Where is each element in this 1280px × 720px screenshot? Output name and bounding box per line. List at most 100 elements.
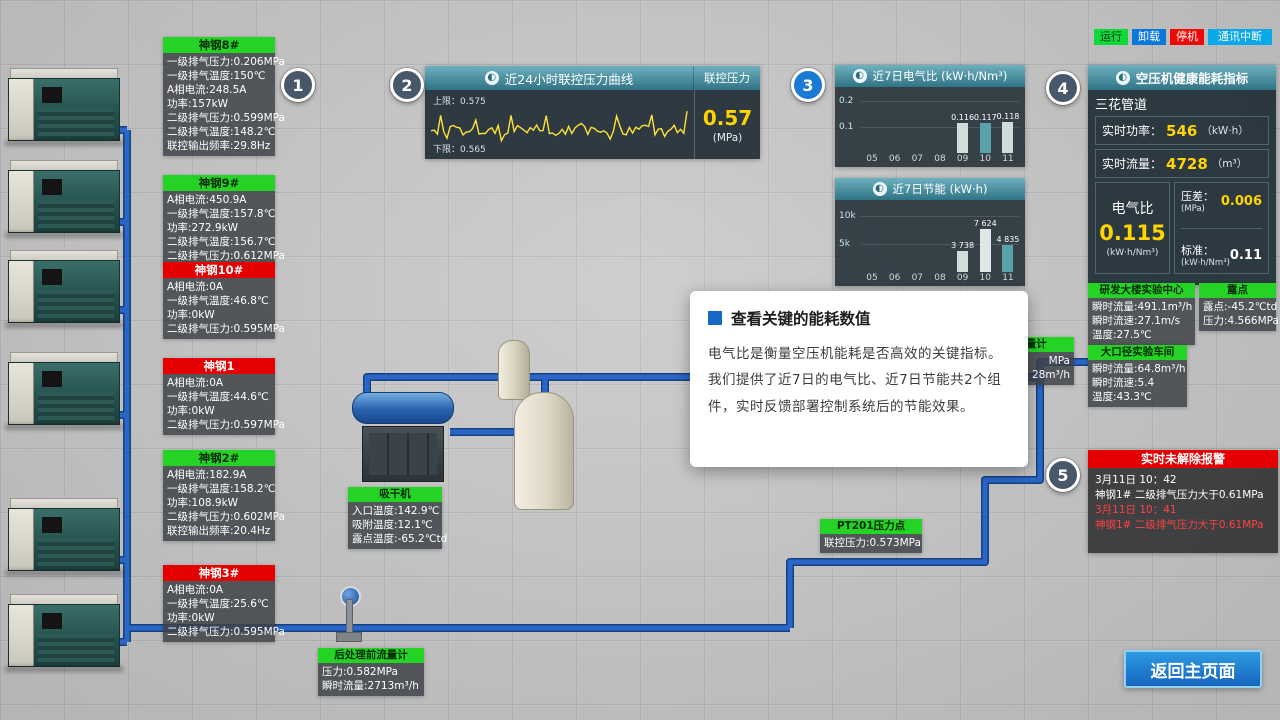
pressure-chart: 上限：0.575 下限：0.565	[425, 90, 694, 159]
machine-grill	[38, 538, 114, 567]
legend-unload-button[interactable]: 卸载	[1132, 29, 1166, 45]
x-tick: 05	[866, 273, 878, 283]
x-tick: 06	[888, 154, 901, 164]
metric-line: 功率:157kW	[167, 98, 229, 110]
x-tick: 07	[911, 154, 924, 164]
compressor-unit-5[interactable]	[5, 498, 123, 576]
machine-vent	[42, 613, 62, 629]
electric-ratio-label: 电气比	[1111, 201, 1154, 217]
metric-line: 一级排气温度:150℃	[167, 70, 266, 82]
flow-meter-stem	[346, 599, 353, 635]
machine-shadow	[5, 666, 123, 672]
tooltip-title-row: 查看关键的能耗数值	[708, 307, 1010, 329]
pressure-unit: (MPa)	[712, 131, 743, 144]
air-dryer-equipment[interactable]	[352, 386, 454, 490]
machine-panel	[9, 605, 34, 666]
compressor-unit-6[interactable]	[5, 594, 123, 672]
compressor-name: 神钢10#	[163, 262, 275, 278]
tour-step-4[interactable]: 4	[1046, 71, 1080, 105]
dryer-frame	[362, 426, 444, 482]
alarm-time: 3月11日 10：42	[1095, 474, 1177, 486]
filter-vessel[interactable]	[498, 340, 530, 400]
compressor-unit-2[interactable]	[5, 160, 123, 238]
x-tick: 07	[911, 273, 924, 283]
machine-grill	[38, 108, 114, 137]
metric-line: A相电流:182.9A	[167, 469, 247, 481]
bar-value-label: 0.117	[973, 113, 997, 122]
standard-unit: (kW·h/Nm³)	[1180, 258, 1230, 268]
x-tick: 08	[934, 154, 946, 164]
pressure-value-title: 联控压力	[693, 66, 760, 90]
bar	[957, 251, 969, 272]
metric-line: A相电流:0A	[167, 281, 224, 293]
legend-run-button[interactable]: 运行	[1094, 29, 1128, 45]
meter-title: 研发大楼实验中心	[1088, 283, 1195, 298]
metric-line: 温度:43.3℃	[1092, 391, 1152, 403]
x-tick: 09	[956, 273, 969, 283]
legend-stop-button[interactable]: 停机	[1170, 29, 1204, 45]
y-tick: 5k	[839, 239, 850, 249]
standard-value: 0.11	[1229, 247, 1262, 263]
bar	[957, 123, 969, 153]
compressor-unit-1[interactable]	[5, 68, 123, 146]
metric-line: A相电流:0A	[167, 377, 224, 389]
compressor-name: 神钢9#	[163, 175, 275, 191]
machine-grill	[38, 392, 114, 421]
energy-saving-chart-title: 近7日节能 (kW·h)	[892, 182, 988, 196]
meter-title: 后处理前流量计	[318, 648, 424, 663]
pressure-curve-panel: ◐近24小时联控压力曲线 联控压力 上限：0.575 下限：0.565 0.57…	[425, 66, 760, 159]
metric-line: 联控压力:0.573MPa	[824, 537, 921, 549]
meter-title: 大口径实验车间	[1088, 345, 1187, 360]
back-to-main-button[interactable]: 返回主页面	[1124, 650, 1262, 688]
machine-vent	[42, 371, 62, 387]
air-receiver-tank[interactable]	[514, 392, 574, 510]
standard-row: 标准：(kW·h/Nm³) 0.11	[1181, 242, 1262, 268]
bar-value-label: 7 624	[973, 219, 997, 228]
bar-slot	[861, 216, 883, 272]
electric-ratio-chart-title: 近7日电气比 (kW·h/Nm³)	[872, 69, 1008, 83]
x-tick: 10	[979, 273, 991, 283]
pt201-pressure-panel: PT201压力点联控压力:0.573MPa	[820, 519, 922, 553]
alarm-text: 神钢1# 二级排气压力大于0.61MPa	[1095, 489, 1264, 501]
metric-line: 一级排气温度:46.8℃	[167, 295, 269, 307]
x-tick: 11	[1002, 154, 1014, 164]
bar-value-label: 0.118	[996, 112, 1020, 121]
metric-line: 功率:0kW	[167, 309, 215, 321]
metric-line: 二级排气压力:0.612MPa	[167, 250, 285, 262]
bar-slot	[884, 101, 906, 153]
pressure-diff-box: 压差：(MPa) 0.006 标准：(kW·h/Nm³) 0.11	[1173, 182, 1269, 274]
metric-line: 功率:0kW	[167, 405, 215, 417]
diff-label: 压差：	[1180, 190, 1214, 203]
tour-step-2[interactable]: 2	[390, 68, 424, 102]
flow-label: 实时流量：	[1102, 157, 1163, 171]
metric-line: 入口温度:142.9℃	[352, 505, 440, 517]
machine-shadow	[5, 570, 123, 576]
metric-line: 一级排气温度:157.8℃	[167, 208, 276, 220]
compressor-unit-3[interactable]	[5, 250, 123, 328]
health-bottom-section: 电气比 0.115 (kW·h/Nm³) 压差：(MPa) 0.006 标准：(…	[1095, 182, 1269, 274]
tour-step-3[interactable]: 3	[791, 68, 825, 102]
bar	[979, 229, 991, 272]
health-panel-title: 空压机健康能耗指标	[1135, 71, 1249, 86]
machine-panel	[9, 509, 34, 570]
alarm-panel-title: 实时未解除报警	[1088, 450, 1278, 468]
metric-line: A相电流:0A	[167, 584, 224, 596]
compressor-unit-4[interactable]	[5, 352, 123, 430]
flow-meter-instrument[interactable]	[332, 586, 368, 642]
tour-step-1[interactable]: 1	[281, 68, 315, 102]
tour-step-5[interactable]: 5	[1046, 458, 1080, 492]
machine-panel	[9, 363, 34, 424]
metric-line: 瞬时流量:64.8m³/h	[1092, 363, 1186, 375]
realtime-power-row: 实时功率： 546 （kW·h）	[1095, 116, 1269, 145]
tooltip-body: 电气比是衡量空压机能耗是否高效的关键指标。我们提供了近7日的电气比、近7日节能共…	[708, 346, 1002, 415]
diff-unit: (MPa)	[1180, 204, 1205, 214]
legend-comm-break-button[interactable]: 通讯中断	[1208, 29, 1272, 45]
chart-icon: ◐	[852, 69, 867, 83]
